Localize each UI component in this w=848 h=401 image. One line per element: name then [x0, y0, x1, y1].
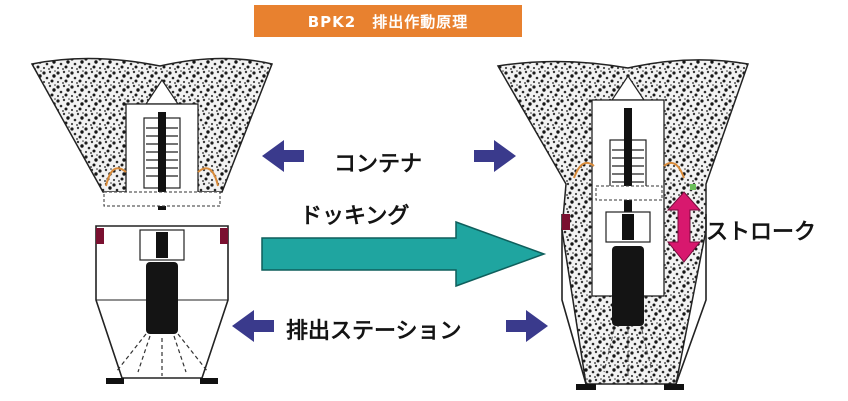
right-station-foot-left [576, 384, 596, 390]
left-outlet-dashes [115, 333, 209, 376]
label-discharge-station: 排出ステーション [286, 319, 462, 344]
right-outlet-ring [595, 185, 663, 201]
station-arrow-left [232, 310, 274, 342]
left-station-seal-left [96, 228, 104, 244]
title-badge: BPK2 排出作動原理 [254, 5, 522, 37]
left-station-foot-right [200, 378, 218, 384]
right-station-seal [562, 214, 570, 230]
left-piston-cylinder [146, 262, 178, 334]
right-unit [496, 59, 750, 390]
stroke-double-arrow [666, 191, 702, 263]
right-membrane-right [663, 162, 685, 179]
container-arrow-left [262, 140, 304, 172]
left-station-foot-left [106, 378, 124, 384]
right-outlet-dashes [603, 329, 653, 376]
left-membrane-right [197, 167, 219, 187]
left-unit [30, 57, 274, 384]
left-outlet-ring [103, 191, 221, 207]
docking-arrow [261, 220, 547, 288]
right-station-foot-right [664, 384, 684, 390]
label-docking: ドッキング [300, 204, 410, 229]
left-station-seal-right [220, 228, 228, 244]
station-arrow-right [506, 310, 548, 342]
left-valve-rod [158, 112, 166, 210]
left-membrane-left [105, 167, 127, 187]
right-piston-cylinder [612, 246, 644, 326]
container-arrow-right [474, 140, 516, 172]
right-station-outline [561, 214, 707, 385]
label-stroke: ストローク [706, 220, 817, 245]
label-container: コンテナ [334, 152, 423, 177]
right-valve-rod [624, 108, 632, 234]
right-membrane-left [573, 162, 595, 179]
